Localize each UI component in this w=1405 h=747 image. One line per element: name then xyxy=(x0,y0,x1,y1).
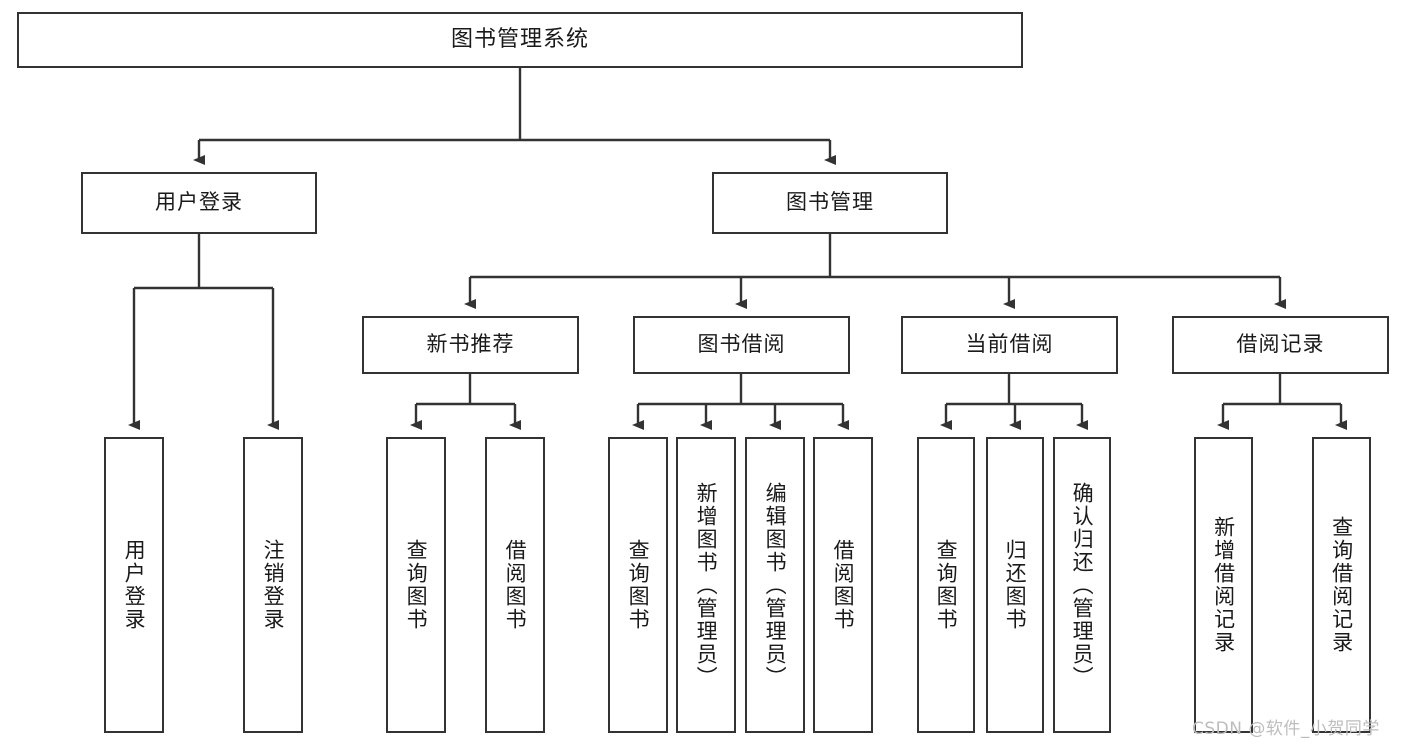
node-label: 用户登录 xyxy=(122,539,147,631)
node-leaf-add-borrow-record[interactable]: 新增借阅记录 xyxy=(1194,437,1253,733)
node-root-system[interactable]: 图书管理系统 xyxy=(17,12,1023,68)
node-label: 编辑图书（管理员） xyxy=(763,481,788,689)
node-label: 新增图书（管理员） xyxy=(694,481,719,689)
node-leaf-query-book-borrow[interactable]: 查询图书 xyxy=(608,437,668,733)
node-current-borrow[interactable]: 当前借阅 xyxy=(901,316,1118,374)
node-leaf-user-login[interactable]: 用户登录 xyxy=(104,437,164,733)
node-label: 借阅图书 xyxy=(831,539,856,631)
node-leaf-logout[interactable]: 注销登录 xyxy=(243,437,303,733)
node-user-login[interactable]: 用户登录 xyxy=(81,172,317,234)
node-leaf-borrow-book-recommend[interactable]: 借阅图书 xyxy=(485,437,545,733)
node-book-manage[interactable]: 图书管理 xyxy=(712,172,948,234)
node-leaf-query-book-current[interactable]: 查询图书 xyxy=(917,437,975,733)
node-label: 确认归还（管理员） xyxy=(1070,481,1095,689)
node-label: 查询图书 xyxy=(626,539,651,631)
node-label: 查询图书 xyxy=(934,539,959,631)
node-leaf-confirm-return[interactable]: 确认归还（管理员） xyxy=(1053,437,1111,733)
node-label: 查询图书 xyxy=(404,539,429,631)
node-label: 归还图书 xyxy=(1003,539,1028,631)
watermark-text: CSDN @软件_小贺同学 xyxy=(1192,719,1380,739)
node-leaf-query-borrow-record[interactable]: 查询借阅记录 xyxy=(1312,437,1371,733)
node-leaf-edit-book[interactable]: 编辑图书（管理员） xyxy=(745,437,805,733)
node-leaf-query-book-recommend[interactable]: 查询图书 xyxy=(386,437,446,733)
node-book-borrow[interactable]: 图书借阅 xyxy=(633,316,850,374)
node-label: 借阅图书 xyxy=(503,539,528,631)
node-label: 注销登录 xyxy=(261,539,286,631)
node-leaf-add-book[interactable]: 新增图书（管理员） xyxy=(676,437,736,733)
node-label: 新增借阅记录 xyxy=(1211,516,1236,654)
node-leaf-borrow-book[interactable]: 借阅图书 xyxy=(813,437,873,733)
node-new-book-recommend[interactable]: 新书推荐 xyxy=(362,316,579,374)
node-leaf-return-book[interactable]: 归还图书 xyxy=(986,437,1044,733)
node-borrow-record[interactable]: 借阅记录 xyxy=(1172,316,1389,374)
node-label: 查询借阅记录 xyxy=(1329,516,1354,654)
